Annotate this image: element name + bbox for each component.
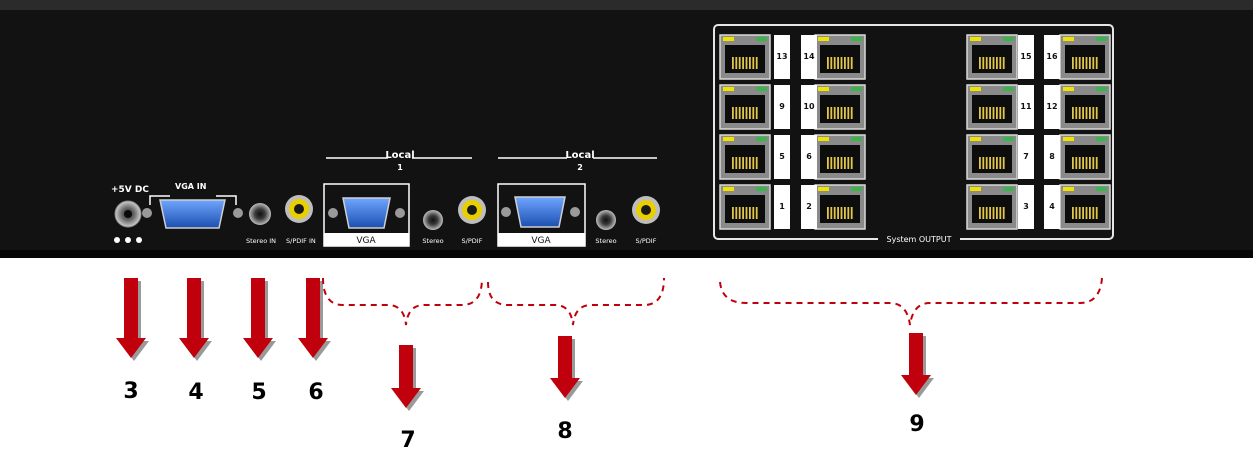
local-1-vga-label: VGA [356, 236, 376, 246]
port-number: 7 [1023, 152, 1029, 161]
port-number: 3 [1023, 202, 1029, 211]
bracket-system-output [719, 277, 1103, 326]
rj45-port-14 [814, 34, 866, 80]
local-1-stereo-label: Stereo [422, 237, 443, 245]
rj45-port-16 [1059, 34, 1111, 80]
port-number: 1 [779, 202, 785, 211]
stereo-in-label: Stereo IN [246, 237, 276, 245]
panel-top-edge [0, 0, 1253, 10]
rj45-port-15 [966, 34, 1018, 80]
port-number-tab [774, 185, 790, 229]
port-number-tab [774, 85, 790, 129]
port-number-tab [1018, 185, 1034, 229]
callout-7: 7 [400, 428, 415, 450]
port-number-tab [1018, 85, 1034, 129]
port-number-tab [1044, 85, 1060, 129]
local-2-spdif-label: S/PDIF [636, 237, 657, 245]
port-number-tab [1044, 35, 1060, 79]
port-number: 11 [1020, 102, 1032, 111]
port-number-tab [801, 35, 817, 79]
arrow-5 [243, 278, 273, 358]
local-1-spdif-jack [458, 196, 486, 224]
local-2-group: Local 2 VGA Stereo S/PDIF [497, 150, 660, 247]
port-number: 5 [779, 152, 785, 161]
rj45-port-12 [1059, 84, 1111, 130]
callout-9: 9 [909, 412, 924, 437]
spdif-in-jack: S/PDIF IN [285, 195, 316, 245]
port-number: 4 [1049, 202, 1055, 211]
local-2-label: Local [565, 150, 594, 161]
local-2-vga-label: VGA [531, 236, 551, 246]
arrow-3 [116, 278, 146, 358]
port-number-tab [801, 185, 817, 229]
port-number: 2 [806, 202, 812, 211]
port-number: 15 [1020, 52, 1032, 61]
port-number-tab [1044, 185, 1060, 229]
port-number: 9 [779, 102, 785, 111]
arrow-8 [550, 336, 580, 398]
rj45-port-6 [814, 134, 866, 180]
rj45-port-2 [814, 184, 866, 230]
port-number: 8 [1049, 152, 1055, 161]
vga-in-label: VGA IN [175, 182, 206, 191]
port-number: 14 [803, 52, 815, 61]
polarity-icon [114, 237, 142, 243]
local-1-number: 1 [397, 163, 403, 172]
rj45-port-5 [719, 134, 771, 180]
dc-label: +5V DC [111, 185, 149, 195]
local-2-stereo-jack [596, 210, 616, 230]
vga-in-port: VGA IN [142, 182, 243, 229]
arrow-7 [391, 345, 421, 408]
callout-5: 5 [251, 380, 266, 405]
rj45-port-13 [719, 34, 771, 80]
callout-4: 4 [188, 380, 203, 405]
bracket-local-1 [322, 277, 483, 326]
port-number: 13 [776, 52, 787, 61]
port-number-tab [1044, 135, 1060, 179]
callout-8: 8 [557, 419, 572, 444]
rj45-port-4 [1059, 184, 1111, 230]
local-1-group: Local 1 VGA Stereo S/PDIF [323, 150, 486, 247]
local-1-stereo-jack [423, 210, 443, 230]
rj45-port-1 [719, 184, 771, 230]
port-number: 6 [806, 152, 812, 161]
arrow-6 [298, 278, 328, 358]
arrow-9 [901, 333, 931, 395]
port-number-tab [774, 135, 790, 179]
local-2-stereo-label: Stereo [595, 237, 616, 245]
callout-3: 3 [123, 379, 138, 404]
port-number-tab [774, 35, 790, 79]
port-number: 16 [1046, 52, 1058, 61]
local-1-spdif-label: S/PDIF [462, 237, 483, 245]
rj45-port-9 [719, 84, 771, 130]
rj45-port-11 [966, 84, 1018, 130]
local-1-label: Local [385, 150, 414, 161]
rj45-port-8 [1059, 134, 1111, 180]
port-number-tab [1018, 135, 1034, 179]
port-number-tab [801, 85, 817, 129]
rj45-port-7 [966, 134, 1018, 180]
panel-bottom-edge [0, 250, 1253, 258]
dc-power-jack: +5V DC [111, 185, 149, 243]
port-number: 10 [803, 102, 815, 111]
port-number: 12 [1046, 102, 1057, 111]
rj45-port-3 [966, 184, 1018, 230]
port-number-tab [1018, 35, 1034, 79]
spdif-in-label: S/PDIF IN [286, 237, 316, 245]
local-2-number: 2 [577, 163, 583, 172]
callout-6: 6 [308, 380, 323, 405]
arrow-4 [179, 278, 209, 358]
rj45-port-10 [814, 84, 866, 130]
port-number-tab [801, 135, 817, 179]
local-2-spdif-jack [632, 196, 660, 224]
stereo-in-jack: Stereo IN [246, 203, 276, 245]
bracket-local-2 [487, 277, 665, 326]
system-output-label: System OUTPUT [887, 235, 952, 244]
